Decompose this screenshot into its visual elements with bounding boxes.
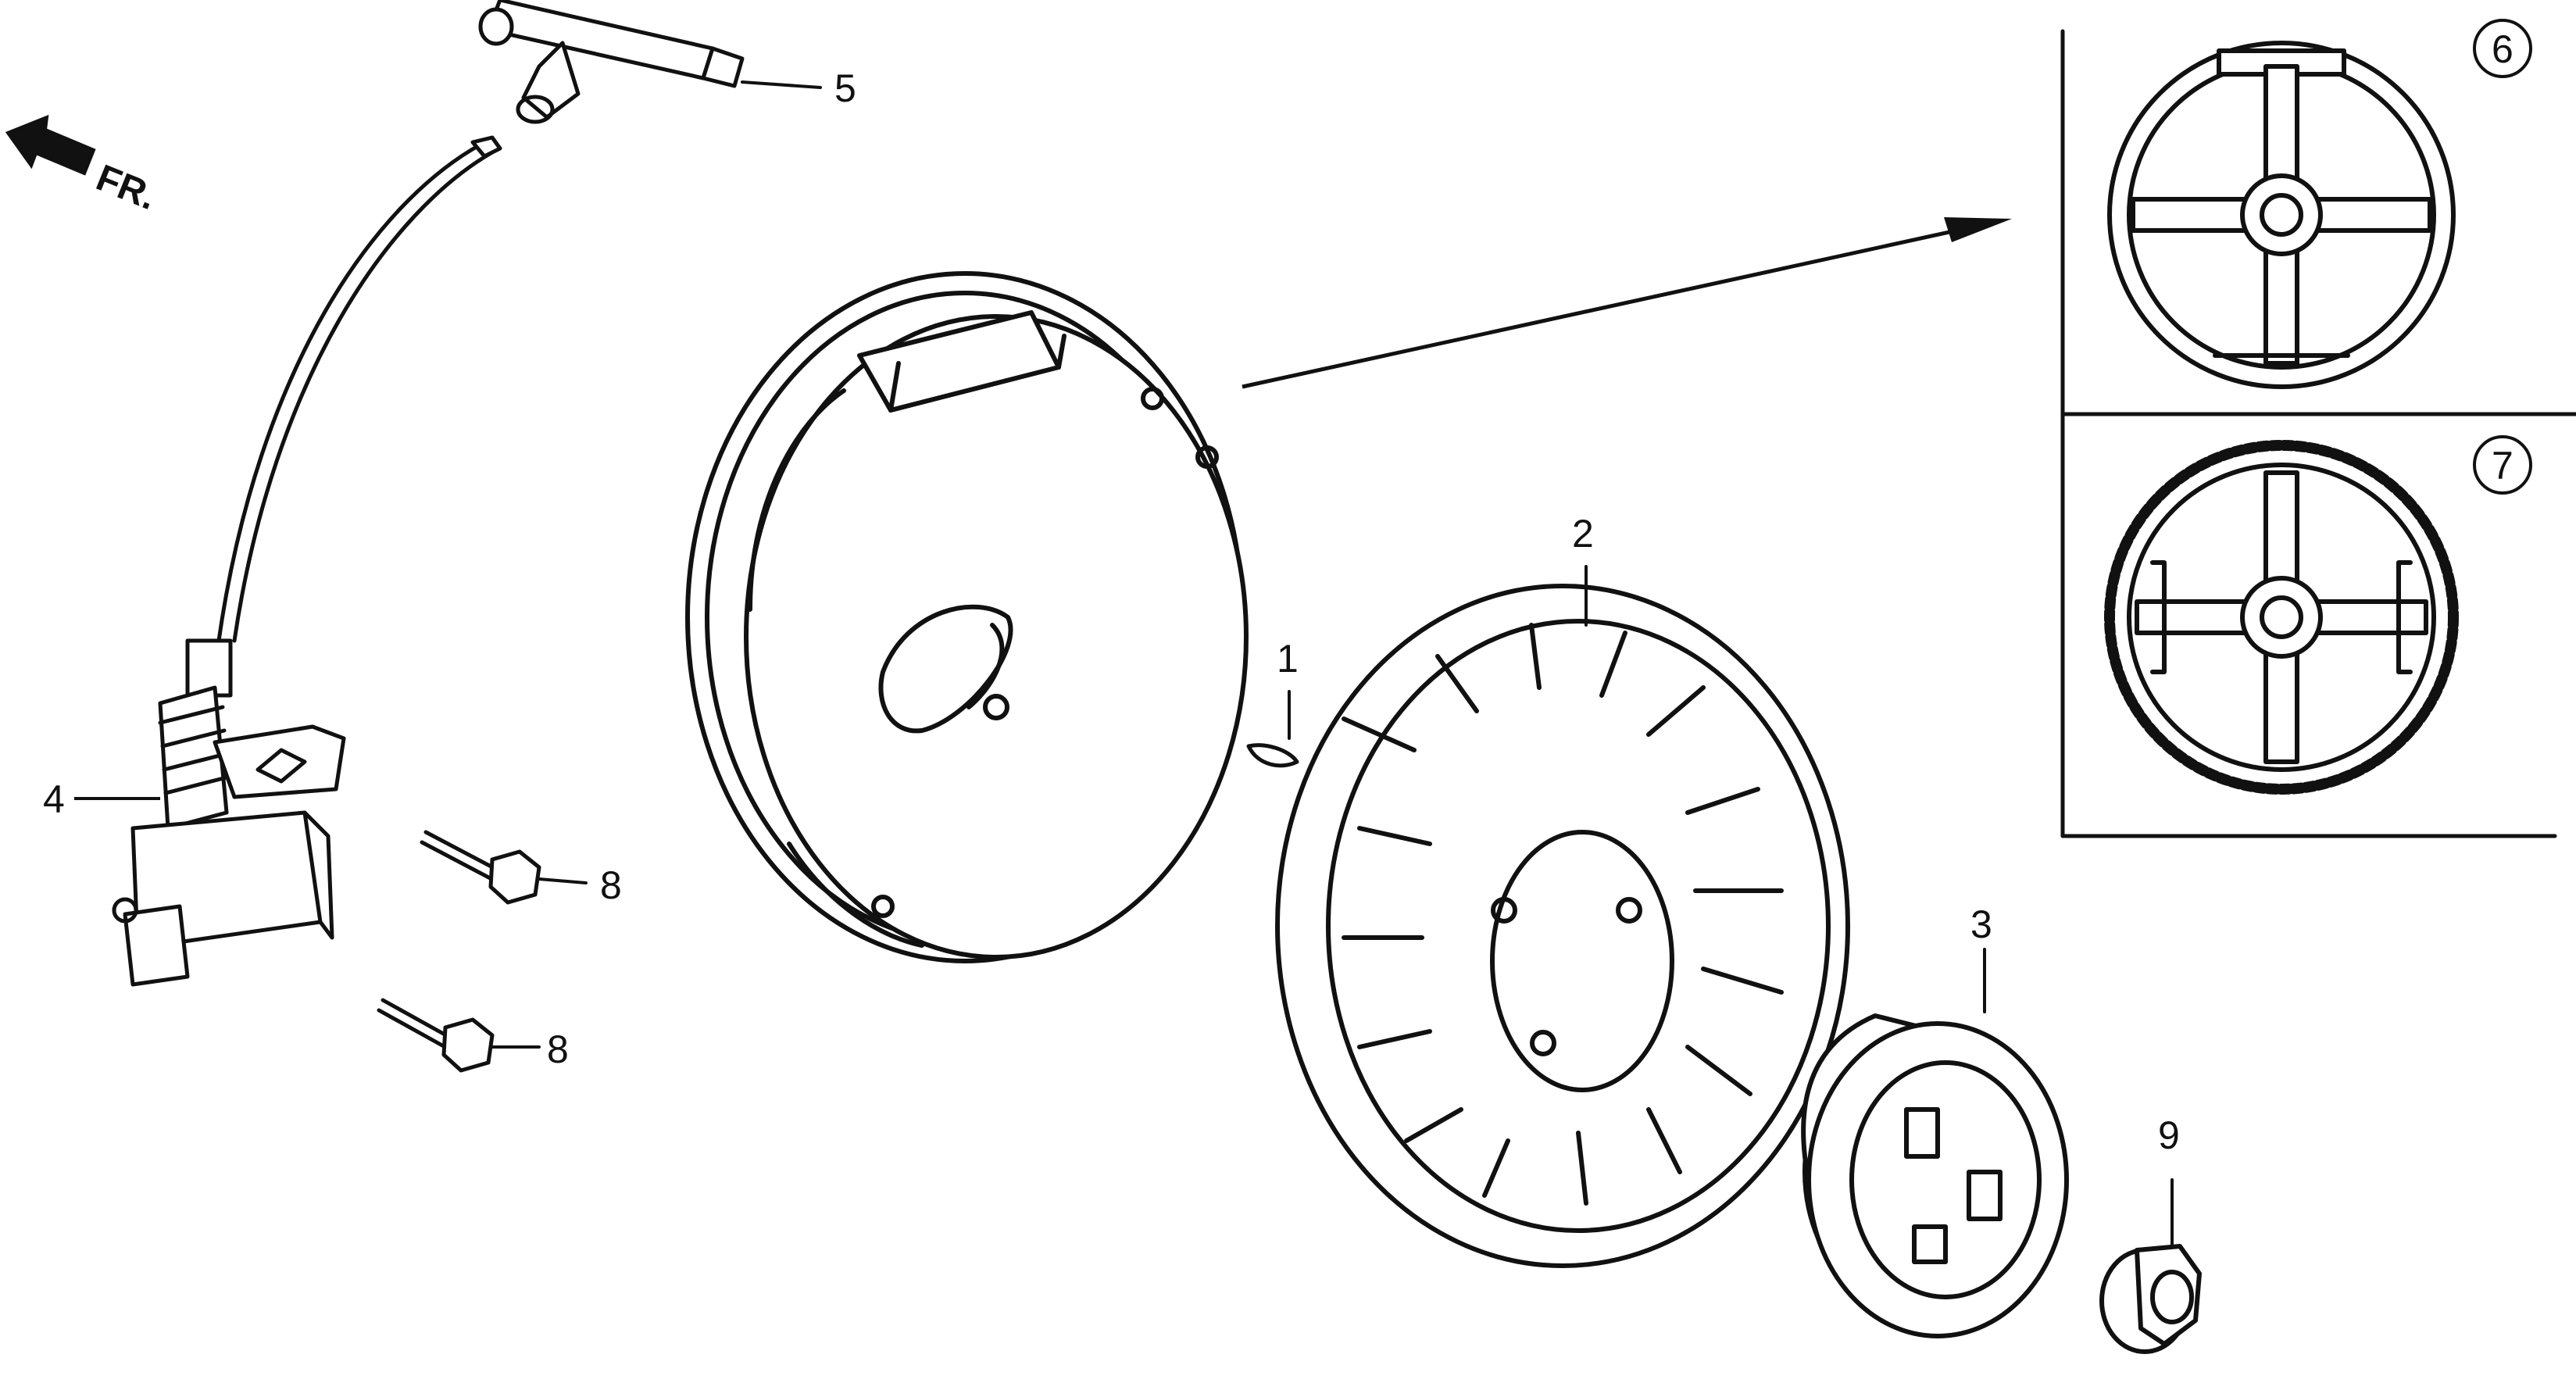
callout-4: 4 <box>43 777 65 821</box>
front-arrow-icon <box>5 114 96 176</box>
bolt-upper <box>420 830 588 905</box>
starter-pulley <box>1801 948 2069 1338</box>
woodruff-key <box>1246 690 1299 768</box>
ignition-coil <box>112 638 346 987</box>
callout-2: 2 <box>1572 512 1594 556</box>
cooling-fan <box>1275 565 1850 1268</box>
callout-1: 1 <box>1277 637 1299 681</box>
front-direction-label: FR. <box>91 157 163 218</box>
detail-label-6: 6 <box>2473 19 2532 78</box>
callout-3: 3 <box>1970 902 1992 946</box>
flywheel-variant-6 <box>2107 41 2456 389</box>
flange-nut <box>2099 1178 2202 1354</box>
callout-5: 5 <box>834 66 856 110</box>
callout-7: 7 <box>2492 444 2513 488</box>
front-direction-indicator: FR. <box>5 114 163 218</box>
callout-9: 9 <box>2158 1113 2180 1157</box>
callout-8-upper: 8 <box>600 863 622 907</box>
bolt-lower <box>377 998 541 1073</box>
detail-view-frame <box>2060 29 2576 838</box>
spark-plug-cap <box>478 0 822 124</box>
high-tension-lead <box>216 135 502 643</box>
detail-label-7: 7 <box>2473 435 2532 495</box>
detail-pointer-arrow <box>1242 217 2012 389</box>
flywheel-assembly <box>685 271 1249 963</box>
callout-6: 6 <box>2492 27 2513 71</box>
callout-8-lower: 8 <box>547 1027 569 1071</box>
flywheel-variant-7 <box>2104 440 2459 795</box>
